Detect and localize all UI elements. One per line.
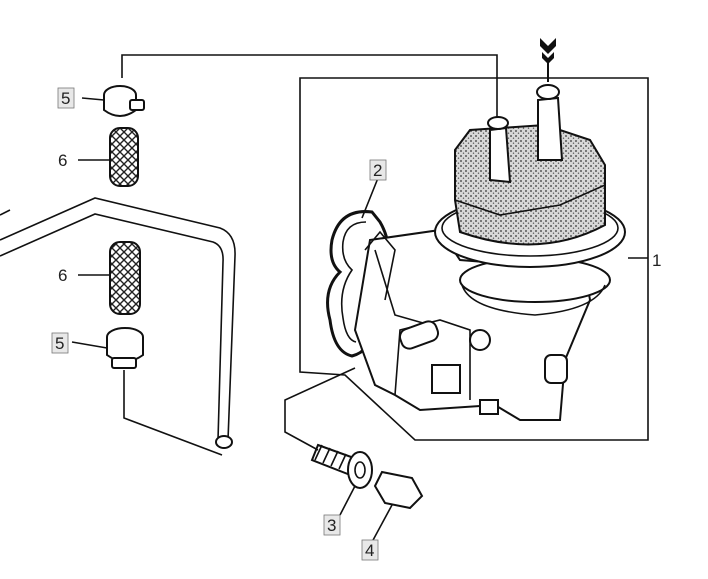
assembly-outline: [299, 77, 649, 441]
fuel-pump-body: [353, 84, 626, 421]
callout-6-bottom-label: 6: [58, 266, 67, 285]
callout-3: 3: [323, 514, 341, 536]
callout-1: 1: [652, 251, 661, 270]
washer: [347, 451, 373, 489]
callout-5-top: 5: [57, 87, 75, 109]
hose-bottom: [109, 241, 141, 315]
hose-top: [109, 127, 139, 187]
callout-6-top: 6: [58, 151, 67, 170]
callout-3-label: 3: [327, 516, 336, 535]
hose-route-bottom: [123, 370, 223, 456]
callout-5-bottom-label: 5: [55, 334, 64, 353]
fuel-flow-arrow: [540, 38, 556, 82]
callout-6-bottom: 6: [58, 266, 67, 285]
callout-2: 2: [369, 159, 387, 181]
hose-clip-top: [103, 85, 145, 117]
hose-route-top: [121, 54, 498, 125]
callout-4-label: 4: [365, 541, 374, 560]
callout-5-top-label: 5: [61, 89, 70, 108]
callout-5-bottom: 5: [51, 332, 69, 354]
hose-clip-bottom: [106, 327, 144, 369]
fuel-pipe: [0, 197, 236, 449]
callout-1-label: 1: [652, 251, 661, 270]
bolt-route: [284, 367, 356, 451]
callout-4: 4: [361, 539, 379, 561]
callout-2-label: 2: [373, 161, 382, 180]
callout-6-top-label: 6: [58, 151, 67, 170]
